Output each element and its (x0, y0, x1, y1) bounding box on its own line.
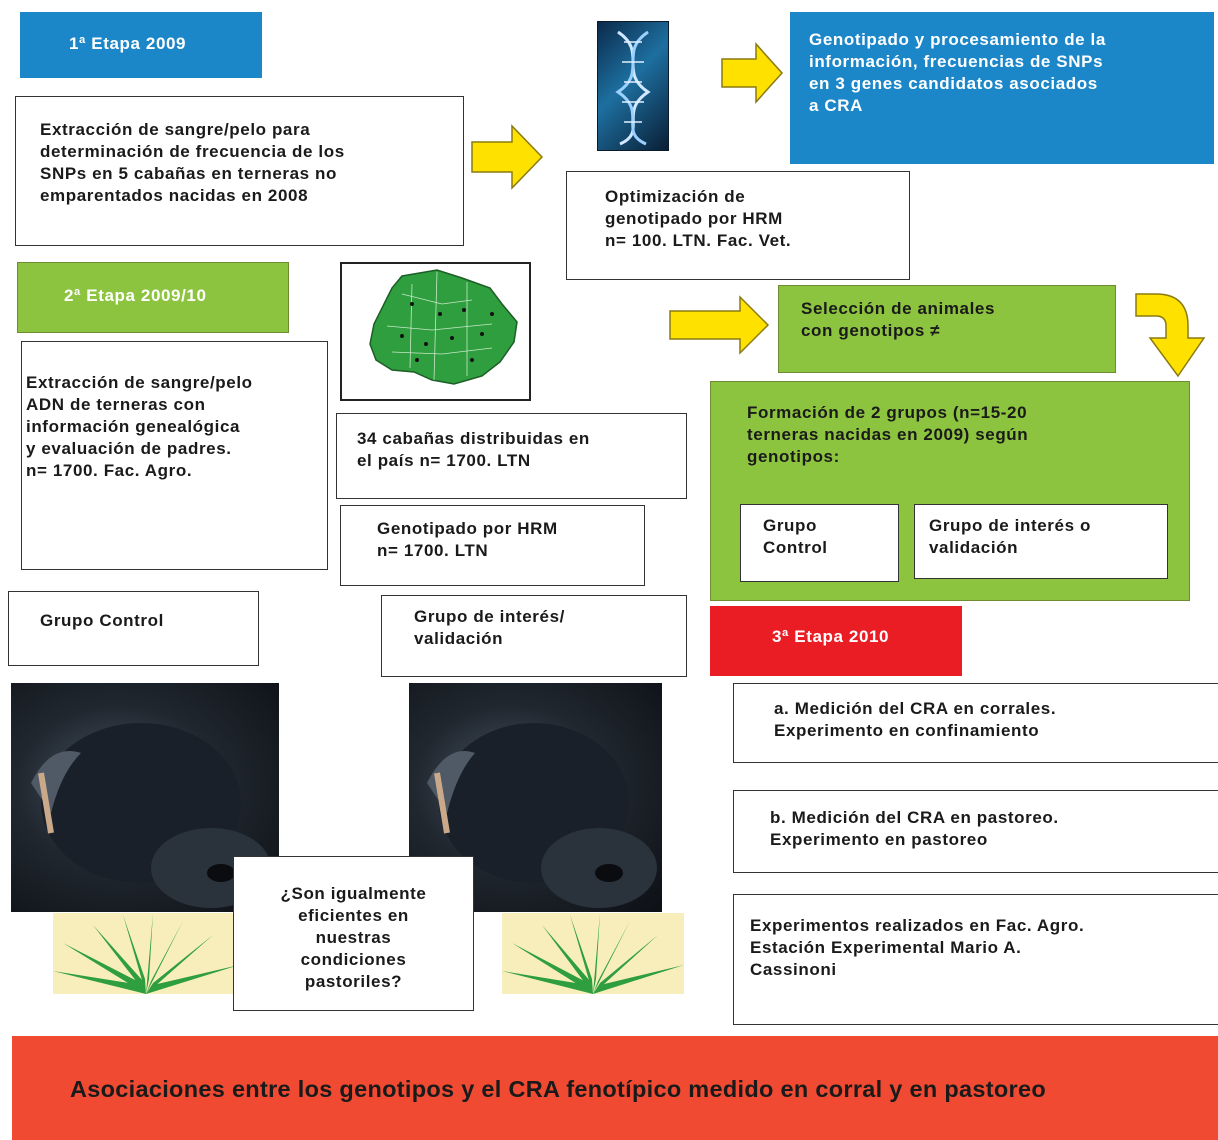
genotyping-processing-box: Genotipado y procesamiento de la informa… (790, 12, 1214, 164)
arrow-curved-down (1135, 293, 1206, 378)
grass-plant-icon-right (502, 913, 684, 994)
stage2-label: 2ª Etapa 2009/10 (17, 262, 289, 333)
extraction1-text: Extracción de sangre/pelo para determina… (40, 120, 345, 206)
measure-b-text: b. Medición del CRA en pastoreo. Experim… (770, 808, 1059, 850)
uruguay-map-image (340, 262, 531, 401)
stage1-label: 1ª Etapa 2009 (20, 12, 262, 78)
group-interest-inner-box: Grupo de interés o validación (914, 504, 1168, 579)
group-interest-text: Grupo de interés/ validación (414, 607, 565, 649)
group-control-text: Grupo Control (40, 611, 164, 630)
stage2-label-text: 2ª Etapa 2009/10 (64, 286, 207, 305)
stage3-label: 3ª Etapa 2010 (710, 606, 962, 676)
optimization-text: Optimización de genotipado por HRM n= 10… (605, 187, 792, 251)
selection-box: Selección de animales con genotipos ≠ (778, 285, 1116, 373)
group-control-inner-text: Grupo Control (763, 516, 828, 558)
group-interest-box: Grupo de interés/ validación (381, 595, 687, 677)
uruguay-map-icon (369, 269, 518, 385)
extraction2-text: Extracción de sangre/pelo ADN de ternera… (26, 373, 253, 481)
group-control-box: Grupo Control (8, 591, 259, 666)
hrm-1700-text: Genotipado por HRM n= 1700. LTN (377, 519, 558, 561)
hrm-1700-box: Genotipado por HRM n= 1700. LTN (340, 505, 645, 586)
formation-text: Formación de 2 grupos (n=15-20 terneras … (747, 403, 1029, 467)
measure-a-box: a. Medición del CRA en corrales. Experim… (733, 683, 1218, 763)
dna-helix-icon (615, 30, 651, 146)
genotyping-processing-text: Genotipado y procesamiento de la informa… (809, 30, 1106, 116)
stage3-label-text: 3ª Etapa 2010 (772, 627, 890, 646)
extraction1-box: Extracción de sangre/pelo para determina… (15, 96, 464, 246)
question-box: ¿Son igualmente eficientes en nuestras c… (233, 856, 474, 1011)
grass-plant-icon-left (53, 913, 239, 994)
cabanas-box: 34 cabañas distribuidas en el país n= 17… (336, 413, 687, 499)
extraction2-box: Extracción de sangre/pelo ADN de ternera… (21, 341, 328, 570)
stage1-label-text: 1ª Etapa 2009 (69, 34, 187, 53)
arrow-right-2 (721, 42, 784, 104)
measure-b-box: b. Medición del CRA en pastoreo. Experim… (733, 790, 1218, 873)
measure-a-text: a. Medición del CRA en corrales. Experim… (774, 699, 1057, 741)
experiments-box: Experimentos realizados en Fac. Agro. Es… (733, 894, 1218, 1025)
cabanas-text: 34 cabañas distribuidas en el país n= 17… (357, 429, 590, 471)
selection-text: Selección de animales con genotipos ≠ (801, 299, 996, 341)
optimization-box: Optimización de genotipado por HRM n= 10… (566, 171, 910, 280)
experiments-text: Experimentos realizados en Fac. Agro. Es… (750, 916, 1085, 980)
conclusion-banner: Asociaciones entre los genotipos y el CR… (12, 1036, 1218, 1140)
formation-box: Formación de 2 grupos (n=15-20 terneras … (710, 381, 1190, 601)
conclusion-text: Asociaciones entre los genotipos y el CR… (70, 1076, 1046, 1102)
arrow-right-3 (669, 295, 770, 355)
arrow-right-1 (471, 124, 544, 190)
question-text: ¿Son igualmente eficientes en nuestras c… (280, 884, 427, 992)
cow-head-icon (427, 723, 657, 908)
group-interest-inner-text: Grupo de interés o validación (929, 516, 1091, 558)
dna-crystal-image (597, 21, 669, 151)
group-control-inner-box: Grupo Control (740, 504, 899, 582)
